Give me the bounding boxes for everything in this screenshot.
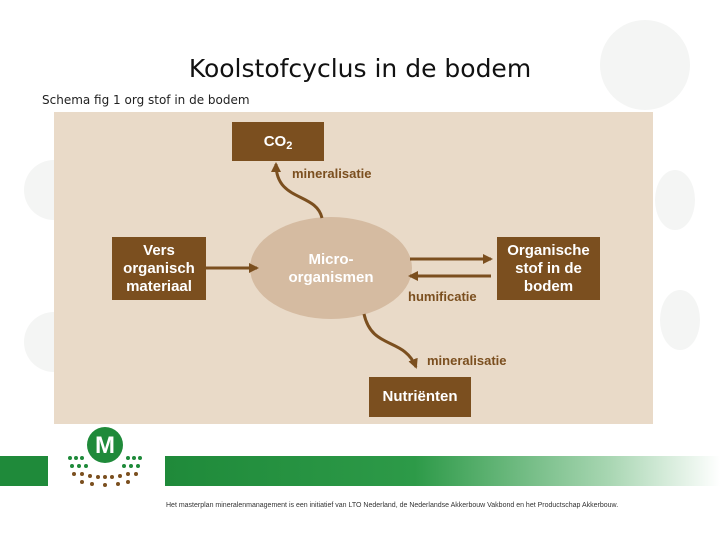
- microorganism-ellipse: [250, 217, 412, 319]
- diagram-arrows: [206, 162, 493, 369]
- organic-line-1: Organische: [507, 241, 590, 259]
- company-logo: M: [62, 424, 148, 493]
- arrow-micro-to-nutrients: [362, 313, 418, 369]
- logo-letter: M: [95, 432, 115, 459]
- green-band-left: [0, 456, 48, 486]
- page-title: Koolstofcyclus in de bodem: [188, 54, 532, 83]
- arrow-micro-to-co2: [271, 162, 324, 219]
- humificatie-label: humificatie: [408, 289, 477, 304]
- footer-text: Het masterplan mineralenmanagement is ee…: [166, 502, 619, 509]
- organic-line-2: stof in de: [515, 259, 582, 277]
- microorganismen-label: Micro- organismen: [271, 251, 391, 287]
- nutrienten-label: Nutriënten: [382, 388, 458, 405]
- decorative-circle: [655, 170, 695, 230]
- mineralisatie-top-label: mineralisatie: [292, 166, 372, 181]
- vers-organisch-materiaal-box: Vers organisch materiaal: [112, 237, 206, 300]
- organic-line-3: bodem: [523, 277, 574, 295]
- co2-label: CO: [263, 132, 287, 150]
- figure-caption: Schema fig 1 org stof in de bodem: [42, 93, 250, 107]
- green-band-right: [165, 456, 720, 486]
- vers-line-2: organisch: [123, 259, 195, 277]
- micro-line-1: Micro-: [308, 251, 354, 268]
- mineralisatie-bottom-label: mineralisatie: [427, 353, 507, 368]
- decorative-circle: [660, 290, 700, 350]
- co2-subscript: 2: [286, 139, 293, 152]
- vers-line-3: materiaal: [126, 277, 192, 295]
- organische-stof-box: Organische stof in de bodem: [497, 237, 600, 300]
- decorative-circle: [600, 20, 690, 110]
- micro-line-2: organismen: [288, 269, 374, 286]
- vers-line-1: Vers: [143, 241, 175, 259]
- nutrienten-box: Nutriënten: [369, 377, 471, 417]
